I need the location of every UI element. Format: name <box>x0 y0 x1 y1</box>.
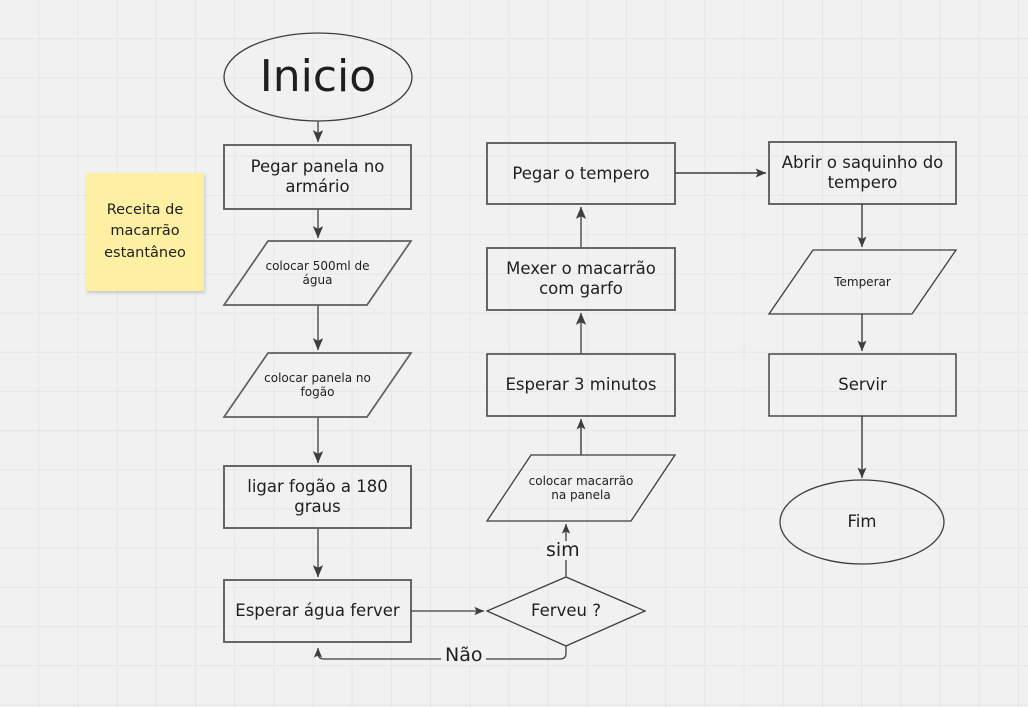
node-start-shape[interactable] <box>223 32 413 122</box>
sticky-note-text: Receita de macarrão estantâneo <box>104 202 186 261</box>
node-end-shape[interactable] <box>779 479 945 565</box>
node-pegar-panela-shape[interactable] <box>223 144 412 210</box>
node-colocar-agua-shape[interactable] <box>222 240 413 306</box>
node-esperar-ferver-shape[interactable] <box>223 579 412 643</box>
edge-label-sim: sim <box>542 541 584 560</box>
node-colocar-panela-fogao-shape[interactable] <box>222 352 413 418</box>
node-pegar-tempero-shape[interactable] <box>486 142 676 205</box>
node-ferveu-shape[interactable] <box>485 576 647 647</box>
node-esperar-3min-shape[interactable] <box>486 353 676 417</box>
node-colocar-macarrao-shape[interactable] <box>485 454 677 522</box>
edge-label-nao: Não <box>441 646 487 665</box>
node-temperar-shape[interactable] <box>767 249 958 315</box>
sticky-note[interactable]: Receita de macarrão estantâneo <box>86 173 204 291</box>
node-ligar-fogao-shape[interactable] <box>223 465 412 529</box>
node-abrir-saquinho-shape[interactable] <box>768 141 957 205</box>
node-mexer-macarrao-shape[interactable] <box>486 247 676 311</box>
node-servir-shape[interactable] <box>768 353 957 417</box>
